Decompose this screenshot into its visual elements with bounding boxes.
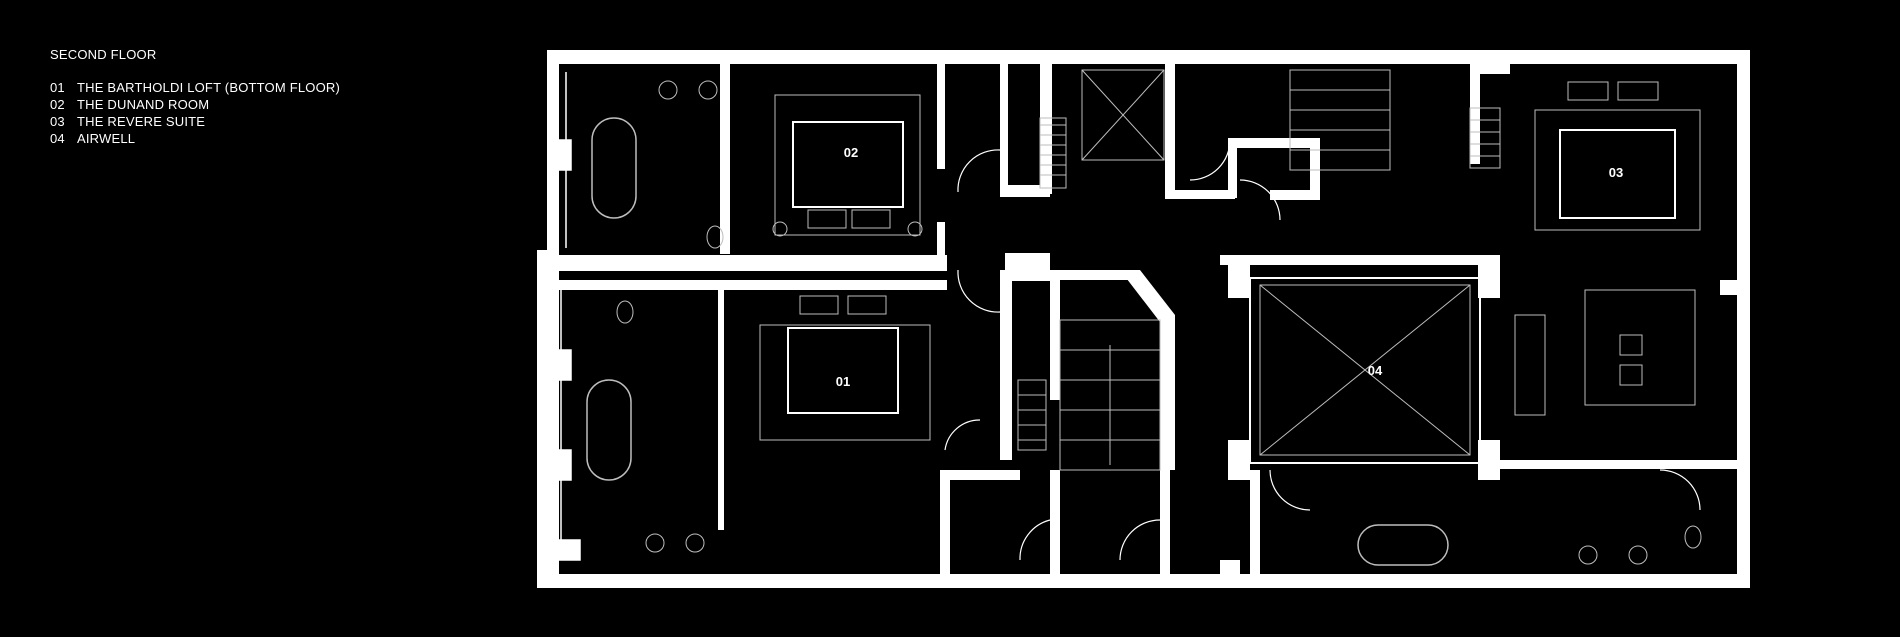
legend-label: THE DUNAND ROOM bbox=[77, 97, 210, 112]
windows-left bbox=[549, 72, 581, 561]
legend-item-02: 02 THE DUNAND ROOM bbox=[50, 96, 340, 113]
room-03-furniture bbox=[1514, 81, 1701, 416]
room-label-03: 03 bbox=[1609, 165, 1623, 180]
bathtubs bbox=[586, 117, 1449, 566]
legend-number: 01 bbox=[50, 80, 65, 95]
room-01-furniture bbox=[759, 295, 931, 441]
staircases bbox=[1017, 69, 1501, 471]
exterior-walls bbox=[537, 50, 1750, 588]
room-label-02: 02 bbox=[844, 145, 858, 160]
legend-label: THE REVERE SUITE bbox=[77, 114, 206, 129]
interior-walls bbox=[547, 64, 1740, 580]
legend-item-01: 01 THE BARTHOLDI LOFT (BOTTOM FLOOR) bbox=[50, 79, 340, 96]
legend-number: 03 bbox=[50, 114, 65, 129]
floor-legend: SECOND FLOOR 01 THE BARTHOLDI LOFT (BOTTO… bbox=[50, 47, 340, 147]
room-label-01: 01 bbox=[836, 374, 850, 389]
sinks-and-toilets bbox=[616, 80, 1702, 565]
legend-item-03: 03 THE REVERE SUITE bbox=[50, 113, 340, 130]
skylight bbox=[1081, 69, 1165, 161]
legend-label: AIRWELL bbox=[77, 131, 136, 146]
airwell bbox=[1249, 277, 1481, 464]
room-02-furniture bbox=[772, 94, 923, 237]
room-label-04: 04 bbox=[1368, 363, 1383, 378]
legend-number: 04 bbox=[50, 131, 65, 146]
legend-number: 02 bbox=[50, 97, 65, 112]
door-swings bbox=[944, 139, 1701, 561]
legend-label: THE BARTHOLDI LOFT (BOTTOM FLOOR) bbox=[77, 80, 341, 95]
floor-title: SECOND FLOOR bbox=[50, 47, 157, 62]
legend-item-04: 04 AIRWELL bbox=[50, 130, 340, 147]
